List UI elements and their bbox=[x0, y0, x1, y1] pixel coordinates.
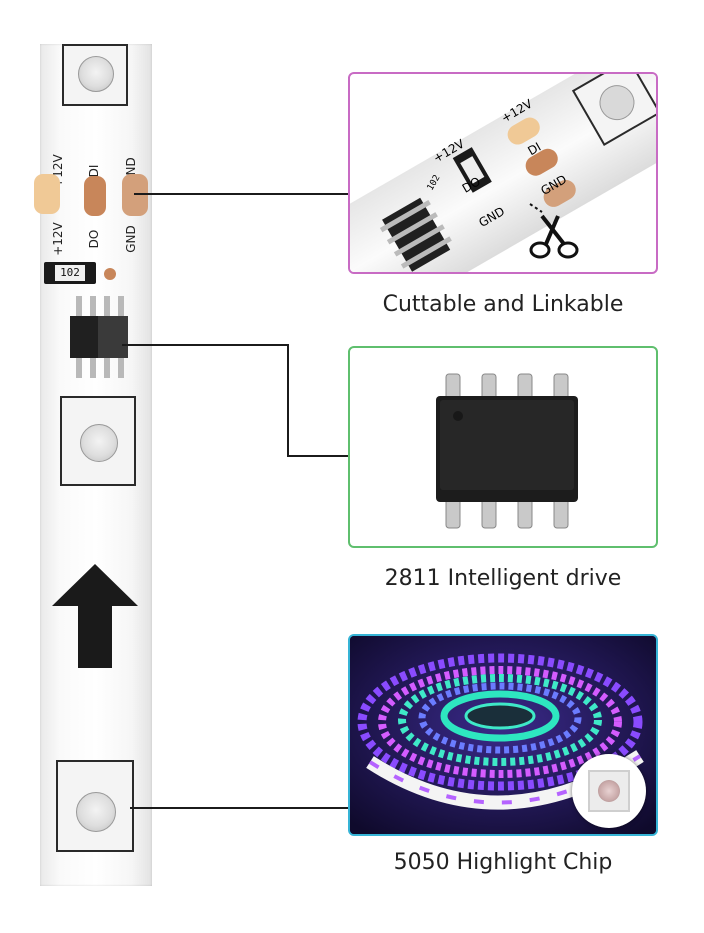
led-chip-top bbox=[62, 44, 128, 106]
caption-highlight: 5050 Highlight Chip bbox=[393, 850, 613, 875]
solder-pad-gnd bbox=[122, 174, 148, 216]
led-chip-magnified bbox=[572, 754, 646, 828]
connector-line-1 bbox=[134, 193, 350, 195]
led-chip-bottom bbox=[56, 760, 134, 852]
solder-pad-12v bbox=[34, 174, 60, 214]
caption-cuttable: Cuttable and Linkable bbox=[382, 292, 624, 317]
connector-line-2a bbox=[122, 344, 288, 346]
arrow-up-icon bbox=[52, 564, 138, 668]
panel-highlight bbox=[348, 634, 658, 836]
led-strip: +12V DI GND +12V DO GND 102 bbox=[34, 44, 152, 886]
panel-ic bbox=[348, 346, 658, 548]
ic-chip-large bbox=[432, 370, 582, 532]
label-gnd-bottom: GND bbox=[124, 225, 138, 253]
solder-pad-data bbox=[84, 176, 106, 216]
led-chip-middle bbox=[60, 396, 136, 486]
ic-chip-strip bbox=[70, 296, 128, 378]
scissors-icon bbox=[520, 198, 580, 262]
panel-cuttable: +12V +12V DI DO GND GND 102 bbox=[348, 72, 658, 274]
connector-line-3 bbox=[130, 807, 350, 809]
resistor-code: 102 bbox=[55, 265, 85, 281]
resistor: 102 bbox=[44, 262, 96, 284]
caption-ic: 2811 Intelligent drive bbox=[384, 566, 622, 591]
solder-dot bbox=[104, 268, 116, 280]
label-12v-bottom: +12V bbox=[51, 222, 65, 256]
label-do-bottom: DO bbox=[87, 229, 101, 249]
connector-line-2c bbox=[287, 455, 349, 457]
connector-line-2b bbox=[287, 344, 289, 456]
